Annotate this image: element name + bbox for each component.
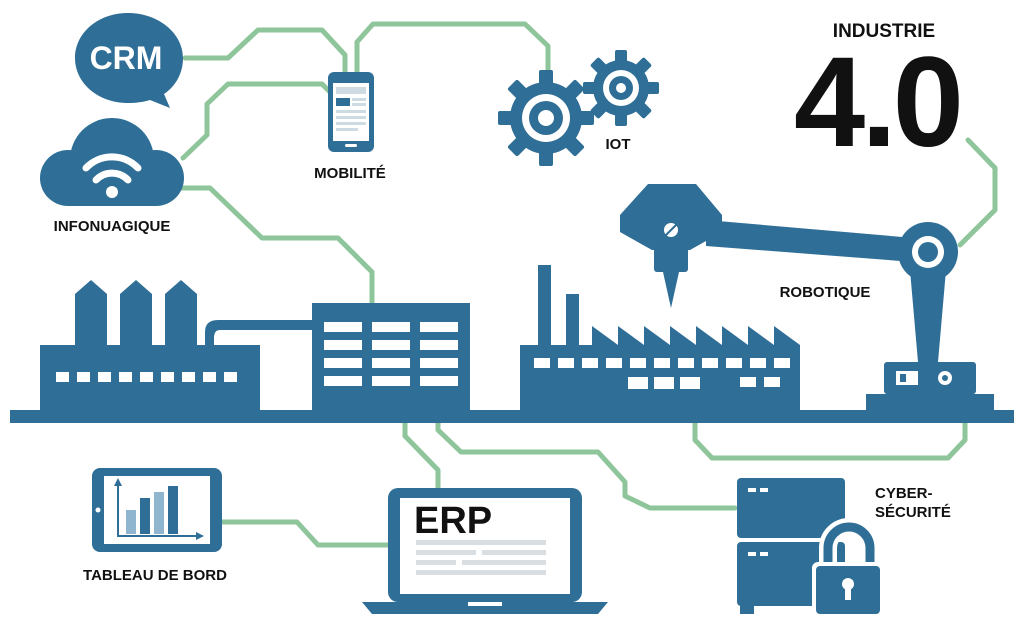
erp-node: ERP — [362, 488, 608, 614]
robotics-node: ROBOTIQUE — [620, 184, 994, 410]
cloud-wifi-icon — [40, 118, 184, 206]
gears-icon — [498, 50, 659, 166]
title-block: INDUSTRIE 4.0 — [794, 21, 964, 174]
connector-dashboard-erp — [219, 519, 393, 548]
connector-cloud-erp — [177, 185, 375, 313]
crm-bubble-icon — [75, 13, 183, 108]
title-small: INDUSTRIE — [833, 21, 935, 42]
mobility-node: MOBILITÉ — [314, 72, 386, 182]
connector-title-robot — [957, 137, 998, 248]
connector-crm-mobile — [182, 27, 348, 75]
connector-factory-erp — [402, 417, 441, 491]
dashboard-label: TABLEAU DE BORD — [83, 567, 227, 584]
crm-node: CRM — [75, 13, 183, 108]
smartphone-icon — [328, 72, 374, 152]
dashboard-node: TABLEAU DE BORD — [83, 468, 227, 584]
office-building — [312, 303, 470, 410]
factory-left-windows — [56, 372, 237, 382]
factory-left — [40, 280, 322, 410]
office-windows — [324, 322, 458, 386]
iot-node: IOT — [498, 50, 659, 166]
cloud-label: INFONUAGIQUE — [54, 218, 171, 235]
gear-small-icon — [583, 50, 659, 126]
connector-lines — [177, 21, 998, 548]
cyber-node: CYBER- SÉCURITÉ — [737, 478, 951, 618]
connector-mobile-iot — [354, 21, 551, 85]
tablet-chart-icon — [92, 468, 222, 552]
factory-right — [520, 265, 800, 410]
gear-large-icon — [498, 70, 594, 166]
server-lock-icon — [737, 478, 884, 618]
robotics-label: ROBOTIQUE — [780, 284, 871, 301]
erp-label: ERP — [414, 500, 492, 542]
factory-silos-icon — [40, 280, 322, 410]
connector-robot-loop — [692, 419, 968, 461]
connector-factory-cyber — [435, 417, 738, 511]
ground-bar — [10, 410, 1014, 423]
crm-label: CRM — [90, 40, 163, 76]
title-big: 4.0 — [794, 31, 960, 174]
connector-cloud-mobile — [180, 81, 333, 161]
factory-right-windows — [534, 358, 790, 389]
robot-arm-icon — [620, 184, 994, 410]
laptop-icon — [362, 488, 608, 614]
iot-label: IOT — [606, 136, 631, 153]
erp-screen-lines — [416, 540, 546, 575]
cyber-label-line2: SÉCURITÉ — [875, 504, 951, 521]
cloud-node: INFONUAGIQUE — [40, 118, 184, 235]
office-building-icon — [312, 303, 470, 410]
mobility-label: MOBILITÉ — [314, 165, 386, 182]
cyber-label-line1: CYBER- — [875, 485, 933, 502]
